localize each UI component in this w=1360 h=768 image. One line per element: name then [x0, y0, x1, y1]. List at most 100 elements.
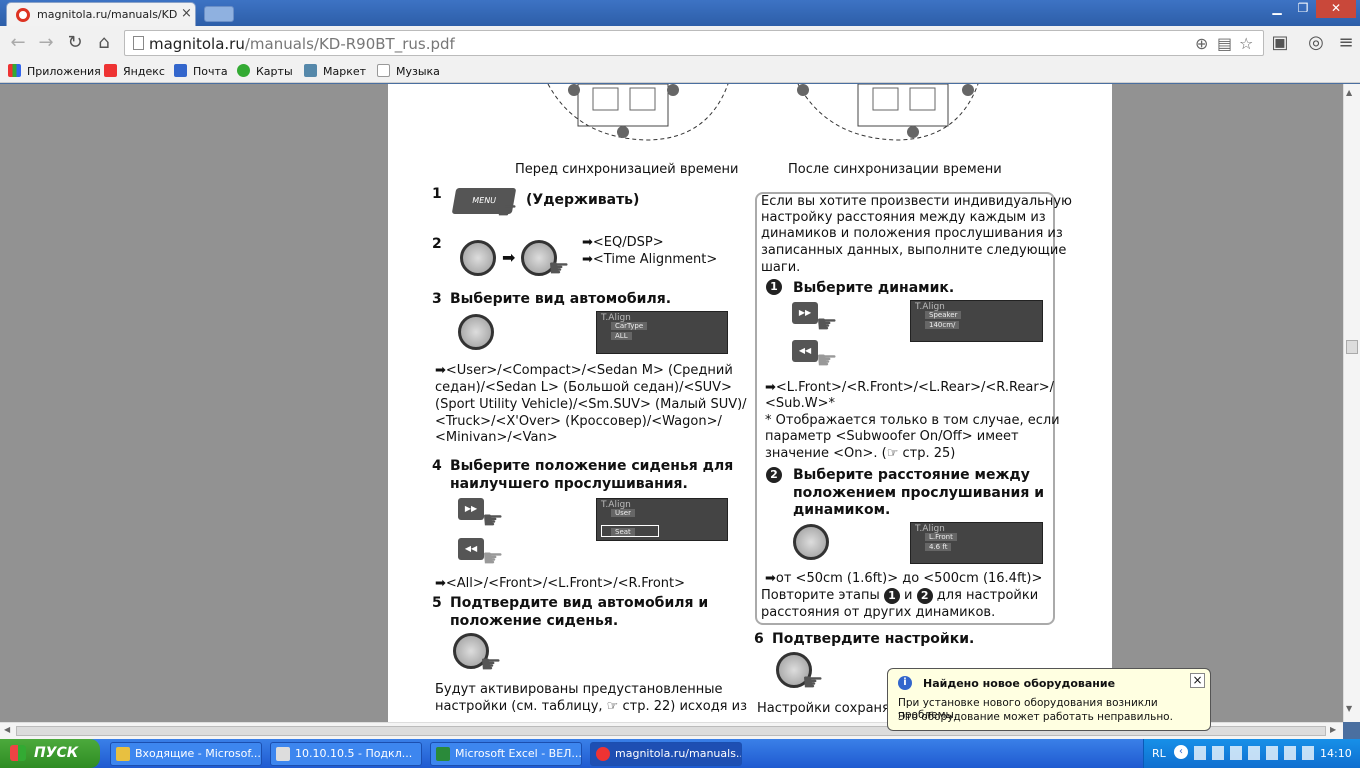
menu-icon[interactable]: ≡: [1338, 32, 1354, 53]
step5-desc-line2: настройки (см. таблицу, ☞ стр. 22) исход…: [435, 699, 747, 714]
box-step1-title: Выберите динамик.: [793, 280, 955, 296]
start-button[interactable]: пуск: [0, 739, 100, 768]
bookmark-yandex[interactable]: Яндекс: [104, 64, 165, 78]
knob-illustration: [460, 240, 496, 276]
step5-desc-line1: Будут активированы предустановленные: [435, 682, 723, 697]
bookmark-maps[interactable]: Карты: [237, 64, 293, 78]
knob-illustration: [521, 240, 557, 276]
notification-balloon[interactable]: i Найдено новое оборудование × При устан…: [887, 668, 1211, 731]
scroll-right-icon[interactable]: ▶: [1330, 725, 1337, 734]
minimize-icon[interactable]: ▁: [1272, 1, 1282, 15]
tray-icons[interactable]: [1194, 746, 1314, 760]
box-step1-options: <Sub.W>*: [765, 396, 836, 411]
bookmark-market[interactable]: Маркет: [304, 64, 366, 78]
close-window-icon[interactable]: ✕: [1316, 0, 1356, 18]
extension2-icon[interactable]: ◎: [1308, 32, 1324, 53]
knob-illustration: [453, 633, 489, 669]
reload-icon[interactable]: ↻: [67, 32, 83, 53]
hand-icon: ☛: [816, 310, 838, 338]
tab-title: magnitola.ru/manuals/KD-R9: [37, 8, 177, 21]
step-number: 1: [432, 186, 442, 202]
outlook-icon: [116, 747, 130, 761]
hscroll-thumb[interactable]: [16, 726, 1326, 736]
scroll-up-icon[interactable]: ▲: [1346, 88, 1353, 97]
box-step1-note: * Отображается только в том случае, если: [765, 413, 1060, 428]
step3-option-line: <Truck>/<X'Over> (Кроссовер)/<Wagon>/: [435, 414, 722, 429]
box-step1-options: ➡<L.Front>/<R.Front>/<L.Rear>/<R.Rear>/: [765, 380, 1054, 395]
home-icon[interactable]: ⌂: [98, 32, 110, 53]
yandex-icon: [104, 64, 117, 77]
market-icon: [304, 64, 317, 77]
step6-title: Подтвердите настройки.: [772, 631, 975, 647]
clock[interactable]: 14:10: [1320, 747, 1352, 760]
step2-line1: ➡<EQ/DSP>: [582, 235, 664, 250]
tab-close-icon[interactable]: ×: [181, 6, 192, 21]
chrome-icon: [596, 747, 610, 761]
step4-options: ➡<All>/<Front>/<L.Front>/<R.Front>: [435, 576, 686, 591]
task-remote-desktop[interactable]: 10.10.10.5 - Подкл...: [270, 742, 422, 766]
box-step1-note: значение <On>. (☞ стр. 25): [765, 446, 956, 461]
task-outlook[interactable]: Входящие - Microsof...: [110, 742, 262, 766]
mail-icon: [174, 64, 187, 77]
step6-desc: Настройки сохраняю: [757, 701, 901, 716]
translate-icon[interactable]: ▤: [1217, 34, 1233, 53]
box-step2-repeat-line2: расстояния от других динамиков.: [761, 605, 996, 620]
forward-icon[interactable]: →: [38, 32, 54, 53]
bookmark-apps[interactable]: Приложения: [8, 64, 101, 78]
next-button-illustration: ▶▶: [792, 302, 818, 324]
url-text: magnitola.ru/manuals/KD-R90BT_rus.pdf: [149, 35, 455, 53]
caption-before: Перед синхронизацией времени: [515, 162, 739, 177]
pdf-viewer[interactable]: Перед синхронизацией времени После синхр…: [0, 84, 1343, 722]
step-number: 6: [754, 631, 764, 647]
language-indicator[interactable]: RL: [1152, 747, 1166, 760]
box-intro-line: динамиков и положения прослушивания из: [761, 226, 1063, 241]
step-number: 2: [432, 236, 442, 252]
substep-number: 1: [766, 279, 782, 295]
system-tray: RL ‹ 14:10: [1143, 739, 1360, 768]
balloon-close-icon[interactable]: ×: [1190, 673, 1205, 688]
step2-line2: ➡<Time Alignment>: [582, 252, 718, 267]
hand-icon: ☛: [816, 346, 838, 374]
bookmark-music[interactable]: Музыка: [377, 64, 440, 78]
lcd-display-speaker: T.Align Speaker 140cm/: [910, 300, 1043, 342]
browser-titlebar: magnitola.ru/manuals/KD-R9 × ▁ ❐ ✕: [0, 0, 1360, 26]
scroll-down-icon[interactable]: ▼: [1346, 704, 1353, 713]
new-tab-button[interactable]: [204, 6, 234, 22]
maximize-icon[interactable]: ❐: [1297, 1, 1309, 15]
bookmark-mail[interactable]: Почта: [174, 64, 228, 78]
apps-icon: [8, 64, 21, 77]
page-icon: [133, 36, 144, 50]
knob-illustration: [776, 652, 812, 688]
vertical-scrollbar[interactable]: ▲ ▼: [1343, 84, 1360, 722]
knob-illustration: [793, 524, 829, 560]
box-step2-repeat: Повторите этапы 1 и 2 для настройки: [761, 588, 1039, 604]
taskbar: пуск Входящие - Microsof... 10.10.10.5 -…: [0, 739, 1360, 768]
address-bar[interactable]: magnitola.ru/manuals/KD-R90BT_rus.pdf ⊕ …: [124, 30, 1264, 56]
task-browser[interactable]: magnitola.ru/manuals...: [590, 742, 742, 766]
browser-tab[interactable]: magnitola.ru/manuals/KD-R9 ×: [6, 2, 196, 26]
bookmark-star-icon[interactable]: ☆: [1239, 34, 1254, 53]
step5-title-line2: положение сиденья.: [450, 613, 619, 629]
opera-icon: [16, 8, 30, 22]
custom-settings-box: [755, 192, 1055, 625]
task-excel[interactable]: Microsoft Excel - ВЕЛ...: [430, 742, 582, 766]
zoom-icon[interactable]: ⊕: [1195, 34, 1209, 53]
box-step2-title: положением прослушивания и: [793, 485, 1045, 501]
prev-button-illustration: ◀◀: [458, 538, 484, 560]
caption-after: После синхронизации времени: [788, 162, 1002, 177]
hand-icon: ☛: [548, 254, 570, 282]
excel-icon: [436, 747, 450, 761]
step3-option-line: (Sport Utility Vehicle)/<Sm.SUV> (Малый …: [435, 397, 747, 412]
back-icon[interactable]: ←: [10, 32, 26, 53]
box-step2-title: Выберите расстояние между: [793, 467, 1030, 483]
bookmarks-bar: Приложения Яндекс Почта Карты Маркет Муз…: [0, 60, 1360, 83]
step3-option-line: седан)/<Sedan L> (Большой седан)/<SUV>: [435, 380, 732, 395]
scroll-left-icon[interactable]: ◀: [4, 725, 11, 734]
tray-arrow-icon[interactable]: ‹: [1174, 745, 1188, 759]
extension-icon[interactable]: ▣: [1271, 32, 1289, 53]
hand-icon: ☛: [802, 668, 824, 696]
arrow-right-icon: ➡: [502, 248, 516, 267]
step3-title: Выберите вид автомобиля.: [450, 291, 672, 307]
scroll-thumb[interactable]: [1346, 340, 1358, 354]
info-icon: i: [898, 676, 912, 690]
